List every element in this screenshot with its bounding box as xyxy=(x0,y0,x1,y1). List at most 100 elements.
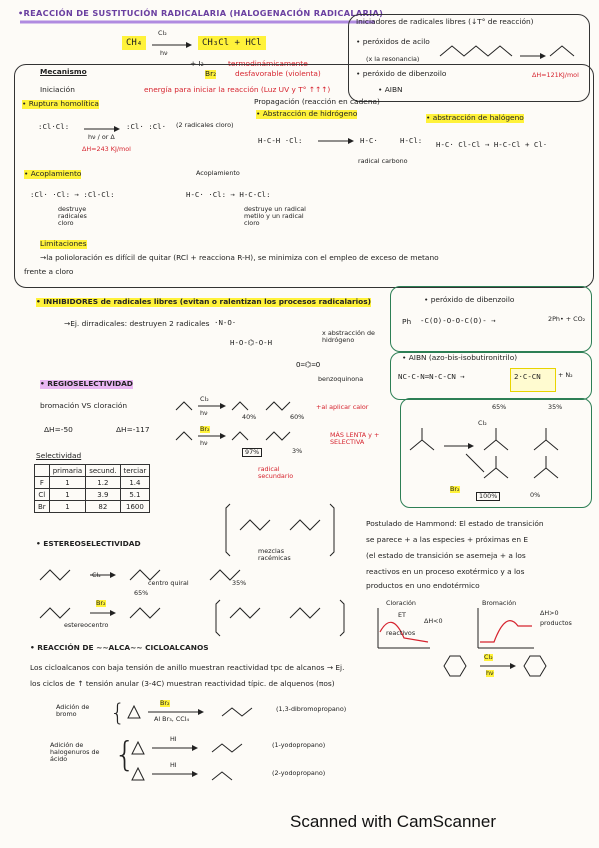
cyclo-cl2: Cl₂ xyxy=(484,653,493,662)
racemic-note: mezclas racémicas xyxy=(258,547,291,563)
peroxide-eq: -C(O)-O-O-C(O)- → xyxy=(420,316,496,325)
aibn-radical-box xyxy=(510,368,556,392)
iodo2-label: (2-yodopropano) xyxy=(272,769,326,777)
table-cell: 5.1 xyxy=(119,488,151,501)
dh-lt0: ΔH<0 xyxy=(424,617,443,625)
regio-box-65: 65% xyxy=(492,403,507,411)
regio-box-br2: Br₂ xyxy=(450,485,460,494)
stereocenter-note: estereocentro xyxy=(64,621,109,629)
scanner-watermark: Scanned with CamScanner xyxy=(290,812,497,831)
cyclo-line-2: los ciclos de ↑ tensión anular (3-4C) mu… xyxy=(30,679,335,688)
limitations-title: Limitaciones xyxy=(40,239,87,249)
regio-hv1: hν xyxy=(200,409,208,417)
cyclo-hv: hν xyxy=(486,669,494,678)
table-header-cell: primaria xyxy=(48,464,87,477)
propagation-label: Propagación (reacción en cadena) xyxy=(254,97,380,106)
product-formula: CH₃Cl + HCl xyxy=(198,36,266,50)
regio-40: 40% xyxy=(242,413,257,421)
products-label: productos xyxy=(540,619,572,627)
cyclohexane-scheme xyxy=(443,655,547,677)
regio-3: 3% xyxy=(292,447,303,455)
table-header-cell: terciar xyxy=(119,464,151,477)
stereo-35: 35% xyxy=(232,579,247,587)
stereo-scheme-2 xyxy=(39,599,345,637)
hi-reagent-2: HI xyxy=(170,761,177,769)
table-header-cell: secund. xyxy=(85,464,121,477)
hv-or-delta: hν / or Δ xyxy=(88,133,115,141)
bromine-addition-label: Adición de bromo xyxy=(56,703,90,719)
regio-97: 97% xyxy=(242,448,263,458)
dh-243: ΔH=243 KJ/mol xyxy=(82,145,131,153)
bromination-scheme xyxy=(127,704,253,719)
stereo-title: • ESTEREOSELECTIVIDAD xyxy=(36,539,141,548)
hammond-line-1: se parece + a las especies + próximas en… xyxy=(366,535,529,544)
hammond-line-4: productos en uno endotérmico xyxy=(366,581,480,590)
thermo-note: termodinámicamente xyxy=(228,59,308,68)
limitations-text2: frente a cloro xyxy=(24,267,74,276)
initiator-resonance: (x la resonancia) xyxy=(366,55,420,63)
racemic-mix xyxy=(225,503,335,557)
reaction-arrow xyxy=(152,42,192,48)
abstraction-note: x abstracción de hidrógeno xyxy=(322,329,375,345)
regio-box-0: 0% xyxy=(530,491,541,499)
energy-diagrams xyxy=(377,608,534,649)
stereo-cl2: Cl₂ xyxy=(92,571,101,579)
table-cell: Cl xyxy=(34,488,50,501)
methyl-radical: H-C· xyxy=(360,136,378,145)
peroxide-title: • peróxido de dibenzoilo xyxy=(424,295,515,304)
initiators-title: Iniciadores de radicales libres (↓T° de … xyxy=(356,17,534,26)
title-underline xyxy=(20,20,375,24)
regioselectivity-title: • REGIOSELECTIVIDAD xyxy=(40,379,133,389)
regio-60: 60% xyxy=(290,413,305,421)
regio-box-structures xyxy=(409,428,559,479)
energy-note: energía para iniciar la reacción (Luz UV… xyxy=(144,85,331,94)
halogen-abstraction-eq: H-C· Cl-Cl → H-C-Cl + Cl· xyxy=(436,140,548,149)
hammond-line-3: reactivos en un proceso exotérmico y a l… xyxy=(366,567,525,576)
table-cell: 1.4 xyxy=(119,476,151,489)
dh-gt0: ΔH>0 xyxy=(540,609,559,617)
h-abstraction-label: • Abstracción de hidrógeno xyxy=(256,109,358,119)
hx-addition-label: Adición de halogenuros de ácido xyxy=(50,741,100,764)
regio-box-100: 100% xyxy=(476,492,501,502)
hammond-title: Postulado de Hammond: El estado de trans… xyxy=(366,519,544,528)
initiator-dibenzoyl: • peróxido de dibenzoilo xyxy=(356,69,447,78)
reagent-cl2: Cl₂ xyxy=(158,29,167,37)
chlorination-label: Cloración xyxy=(386,599,416,607)
phenol-structure: H-O-⌬-O-H xyxy=(230,338,273,347)
table-cell: 3.9 xyxy=(85,488,121,501)
hi-addition-scheme xyxy=(131,740,243,781)
selectivity-title: Selectividad xyxy=(36,451,82,460)
peroxide-products: 2Ph• + CO₂ xyxy=(548,315,586,323)
aibn-box xyxy=(390,352,592,400)
inhibitors-title: • INHIBIDORES de radicales libres (evita… xyxy=(36,297,371,307)
cl2-homolysis: :Cl·Cl: xyxy=(38,122,70,131)
reagent-hv: hν xyxy=(160,49,168,57)
aibn-eq: NC-C-N=N-C-CN → xyxy=(398,372,465,381)
cyclo-cond: Al Br₃, CCl₄ xyxy=(154,715,190,723)
cl-coupling: :Cl· ·Cl: → :Cl-Cl: xyxy=(30,190,115,199)
brace: { xyxy=(110,699,126,727)
table-cell: 1600 xyxy=(119,500,151,513)
regio-hv2: hν xyxy=(200,439,208,447)
chiral-center-note: centro quiral xyxy=(148,579,189,587)
initiators-box xyxy=(348,14,590,102)
secondary-radical-note: radical secundario xyxy=(258,465,294,481)
et-label: ET xyxy=(398,611,406,619)
regio-box-cl2: Cl₂ xyxy=(478,419,487,427)
hi-reagent-1: HI xyxy=(170,735,177,743)
regio-schemes xyxy=(175,401,291,441)
initiator-acyl: • peróxidos de acilo xyxy=(356,37,430,46)
initiation-label: Iniciación xyxy=(40,85,75,94)
inhibitor-example: →Ej. dirradicales: destruyen 2 radicales xyxy=(64,319,210,328)
initiator-dh: ΔH=121KJ/mol xyxy=(532,71,579,79)
cyclo-br2: Br₂ xyxy=(160,699,170,708)
stereo-scheme-1 xyxy=(39,569,241,581)
aibn-title: • AIBN (azo-bis-isobutironitrilo) xyxy=(402,353,518,362)
quinone-structure: O=⌬=O xyxy=(296,360,321,369)
stereo-br2: Br₂ xyxy=(96,599,106,608)
destroys2-note: destruye un radical metilo y un radical … xyxy=(244,205,306,228)
hammond-line-2: (el estado de transición se asemeja + a … xyxy=(366,551,526,560)
cyclo-line-1: Los cicloalcanos con baja tensión de ani… xyxy=(30,663,345,672)
radicals-note: (2 radicales cloro) xyxy=(176,121,234,129)
hcl-product: H-Cl: xyxy=(400,136,423,145)
